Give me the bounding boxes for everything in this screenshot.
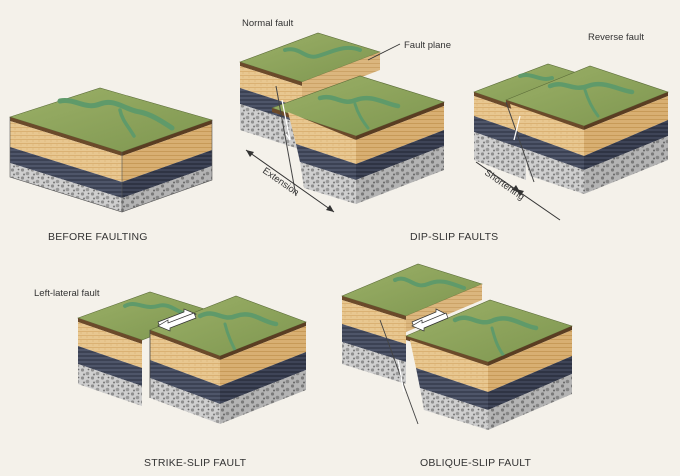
river-icon <box>57 98 175 131</box>
label-extension: Extension <box>260 165 300 198</box>
extension-arrow-icon <box>245 149 335 213</box>
fault-plane-pointer <box>367 43 401 61</box>
block-before-faulting <box>9 87 213 213</box>
label-normal-fault: Normal fault <box>242 18 294 29</box>
label-fault-plane: Fault plane <box>404 40 451 51</box>
block-normal-fault <box>239 32 445 204</box>
oblique-slip-arrows-icon <box>411 308 449 332</box>
block-reverse-fault <box>473 63 669 194</box>
label-left-lateral-fault: Left-lateral fault <box>34 288 100 299</box>
caption-before-faulting: BEFORE FAULTING <box>48 231 148 243</box>
caption-dip-slip-faults: DIP-SLIP FAULTS <box>410 231 498 243</box>
caption-oblique-slip-fault: OBLIQUE-SLIP FAULT <box>420 457 532 469</box>
shortening-arrow-icon <box>475 161 561 221</box>
block-oblique-slip-fault <box>341 263 573 430</box>
caption-strike-slip-fault: STRIKE-SLIP FAULT <box>144 457 247 469</box>
strike-slip-arrows-icon <box>157 308 197 332</box>
label-reverse-fault: Reverse fault <box>588 32 644 43</box>
block-strike-slip-fault <box>77 291 307 424</box>
